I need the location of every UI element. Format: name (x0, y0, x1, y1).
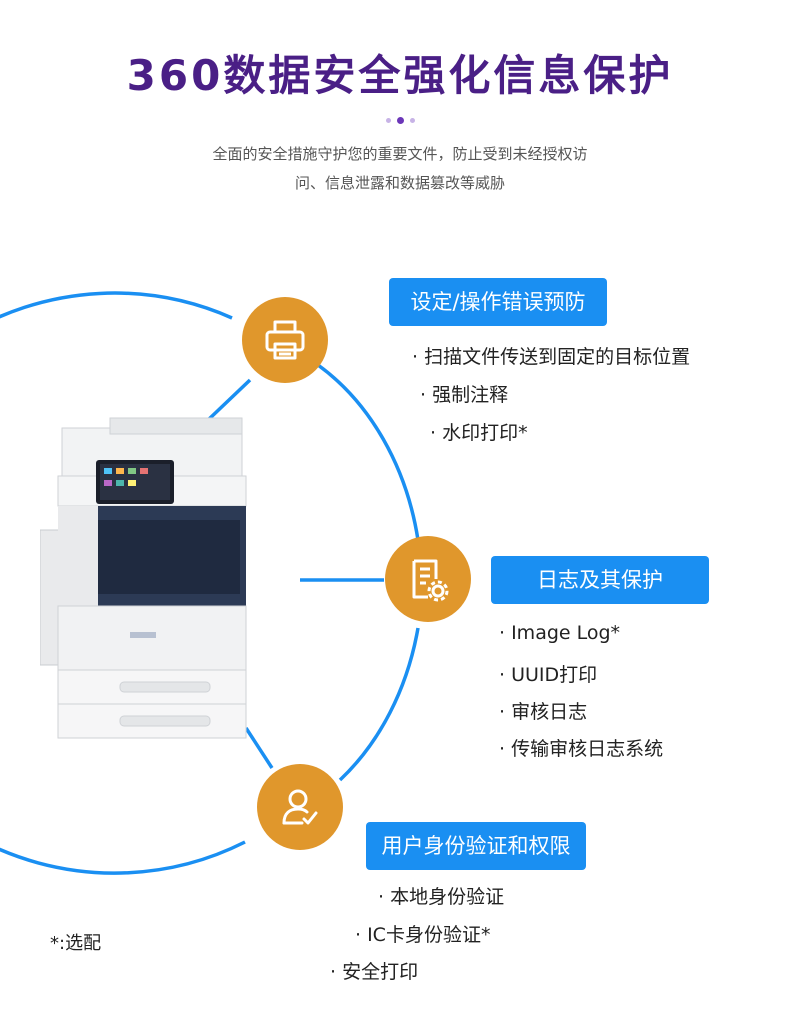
feature-label-log-protection: 日志及其保护 (491, 556, 709, 604)
printer-illustration (40, 417, 247, 739)
list-item: · 扫描文件传送到固定的目标位置 (412, 346, 691, 368)
list-item: · 传输审核日志系统 (499, 738, 664, 760)
page-title: 360数据安全强化信息保护 (126, 51, 674, 100)
feature-label-user-authentication: 用户身份验证和权限 (366, 822, 586, 870)
printer-icon (242, 297, 328, 383)
document-gear-icon (385, 536, 471, 622)
list-item: · IC卡身份验证* (355, 924, 491, 946)
list-item: · UUID打印 (499, 664, 598, 686)
user-check-icon (257, 764, 343, 850)
subtitle-line-2: 问、信息泄露和数据篡改等威胁 (294, 174, 505, 192)
list-item: · 安全打印 (330, 961, 419, 983)
list-item: · 水印打印* (430, 422, 528, 444)
page-subtitle: 全面的安全措施守护您的重要文件，防止受到未经授权访 问、信息泄露和数据篡改等威胁 (0, 140, 800, 198)
subtitle-line-1: 全面的安全措施守护您的重要文件，防止受到未经授权访 (212, 145, 588, 163)
list-item: · 本地身份验证 (378, 886, 505, 908)
list-item: · 审核日志 (499, 701, 588, 723)
list-item: · Image Log* (499, 622, 621, 644)
title-divider-dots (0, 110, 800, 129)
footnote: *:选配 (50, 933, 102, 954)
list-item: · 强制注释 (420, 384, 509, 406)
feature-label-operation-error-prevention: 设定/操作错误预防 (389, 278, 607, 326)
